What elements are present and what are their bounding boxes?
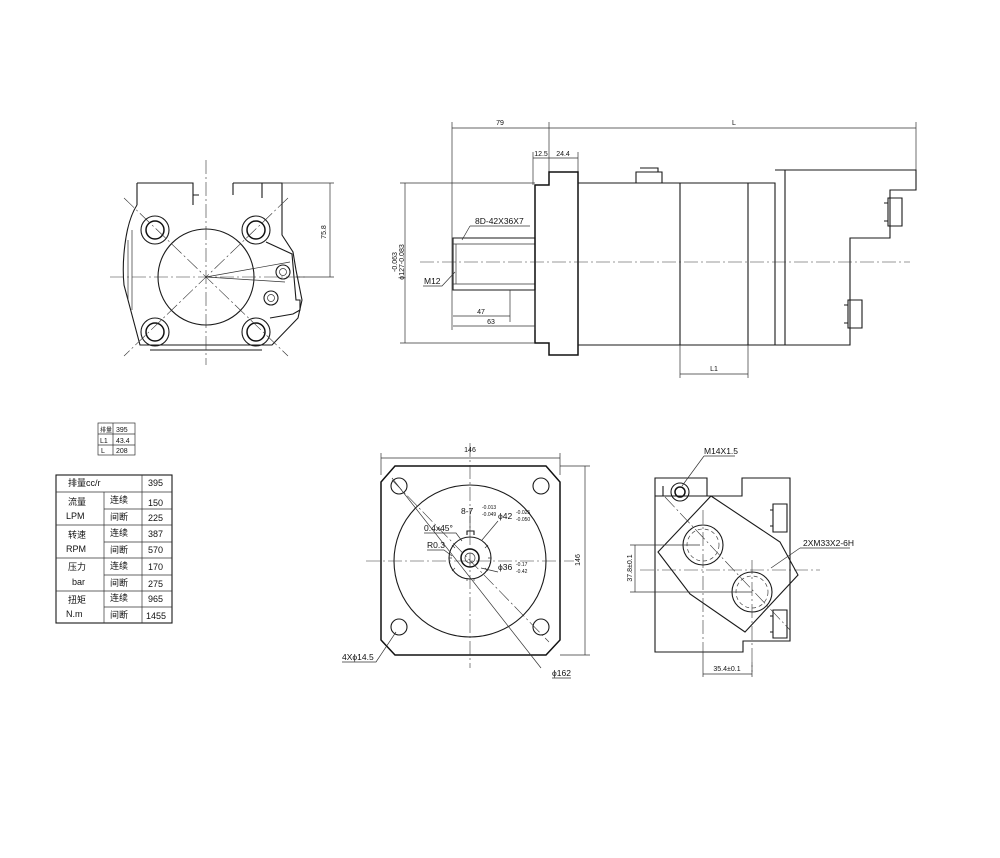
dia-162-label: ϕ162 (552, 668, 571, 678)
pressure-cont-mode: 连续 (110, 560, 128, 571)
chamfer-label: 0.4x45° (424, 523, 453, 533)
torque-cont-mode: 连续 (110, 592, 128, 603)
small-table-val-2: 208 (116, 448, 128, 455)
ports-label: 2XM33X2-6H (803, 538, 854, 548)
torque-int-mode: 间断 (110, 609, 128, 620)
dia-36-tol-a: -0.17 (516, 562, 528, 568)
side-view: 79 L 12.5 24.4 -0.063 ϕ127-0.083 8D-42X3… (392, 120, 917, 378)
torque-name: 扭矩 (68, 594, 86, 605)
speed-int-mode: 间断 (110, 544, 128, 555)
spec-header-value: 395 (148, 478, 163, 488)
dim-12-5: 12.5 (534, 151, 548, 158)
flow-int-value: 225 (148, 513, 163, 523)
flow-cont-mode: 连续 (110, 494, 128, 505)
pressure-int-value: 275 (148, 579, 163, 589)
small-table-val-1: 43.4 (116, 438, 130, 445)
dim-47: 47 (477, 309, 485, 316)
port-view: M14X1.5 2XM33X2-6H 37.8±0.1 35.4±0.1 (627, 446, 854, 677)
spec-table: 排量cc/r 395 流量 LPM 连续 150 间断 225 转速 RPM 连… (55, 474, 173, 624)
flow-name: 流量 (68, 496, 86, 507)
speed-cont-mode: 连续 (110, 527, 128, 538)
torque-unit: N.m (66, 609, 83, 619)
torque-int-value: 1455 (146, 611, 166, 621)
dim-35-4: 35.4±0.1 (713, 666, 740, 673)
dia-42-tol-b: -0.050 (516, 517, 530, 523)
small-table-key-2: L (101, 448, 105, 455)
flow-cont-value: 150 (148, 498, 163, 508)
small-spec-table: 排量 395 L1 43.4 L 208 (97, 422, 136, 456)
dim-75-8: 75.8 (321, 225, 328, 239)
dim-37-8: 37.8±0.1 (627, 554, 634, 581)
holes-label: 4Xϕ14.5 (342, 652, 374, 662)
dia-42-tol-a: -0.025 (516, 510, 530, 516)
front-end-view: 75.8 (110, 160, 334, 365)
dim-L1: L1 (710, 366, 718, 373)
key-tol-b: -0.049 (482, 512, 496, 518)
dim-24-4: 24.4 (556, 151, 570, 158)
flow-int-mode: 间断 (110, 511, 128, 522)
pressure-unit: bar (72, 577, 85, 587)
pressure-cont-value: 170 (148, 562, 163, 572)
bolt-holes (140, 215, 271, 347)
dim-63: 63 (487, 319, 495, 326)
pressure-int-mode: 间断 (110, 577, 128, 588)
torque-cont-value: 965 (148, 594, 163, 604)
flow-unit: LPM (66, 511, 85, 521)
small-table-val-0: 395 (116, 427, 128, 434)
dia-42-label: ϕ42 (498, 511, 512, 521)
key-tol-a: -0.013 (482, 505, 496, 511)
small-table-key-1: L1 (100, 438, 108, 445)
dia-127: ϕ127-0.083 (399, 244, 406, 280)
dia-36-label: ϕ36 (498, 562, 512, 572)
dim-L: L (732, 120, 736, 127)
speed-cont-value: 387 (148, 529, 163, 539)
dia-36-tol-b: -0.42 (516, 569, 528, 575)
flange-view: 146 146 8-7 -0.013 -0.049 0.4x45° ϕ42 -0… (342, 443, 590, 679)
key-label: 8-7 (461, 506, 474, 516)
dia-127-tol: -0.063 (392, 252, 399, 272)
thread-m12: M12 (424, 276, 441, 286)
radius-label: R0.3 (427, 540, 445, 550)
spec-header-label: 排量cc/r (68, 477, 101, 488)
speed-name: 转速 (68, 529, 86, 540)
thread-m14: M14X1.5 (704, 446, 738, 456)
pressure-name: 压力 (68, 561, 86, 572)
dim-146-side: 146 (575, 554, 582, 566)
speed-unit: RPM (66, 544, 86, 554)
dim-79: 79 (496, 120, 504, 127)
speed-int-value: 570 (148, 545, 163, 555)
spline-label: 8D-42X36X7 (475, 216, 524, 226)
small-table-key-0: 排量 (100, 426, 112, 434)
